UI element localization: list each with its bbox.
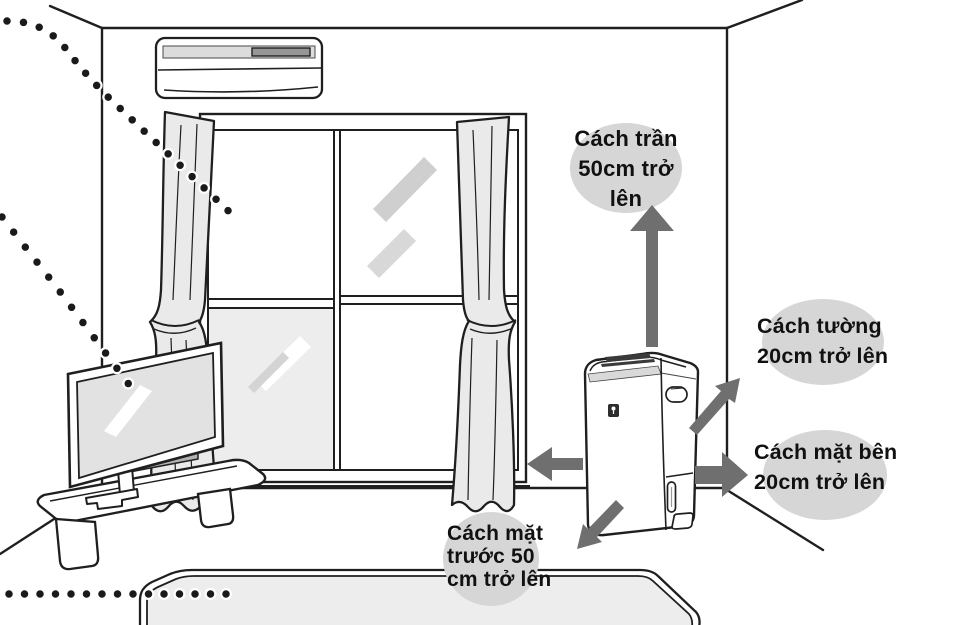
bubble-wall	[762, 299, 884, 385]
label-line: trước 50	[447, 545, 535, 568]
right-ceiling-corner	[725, 0, 804, 30]
right-floor-edge	[725, 488, 825, 552]
dehumidifier-foot	[671, 512, 694, 530]
bubble-side	[763, 430, 887, 520]
arrow-down-left	[577, 500, 624, 549]
rug	[138, 568, 701, 625]
clearance-arrows	[527, 205, 748, 549]
arrow-up	[630, 205, 674, 347]
label-line: lên	[609, 186, 643, 211]
glass-glare	[248, 157, 437, 393]
tv-pedestal	[85, 488, 139, 510]
label-line: Cách mặt bên	[754, 440, 898, 464]
arrow-up-right	[689, 378, 740, 435]
label-line: 20cm trở lên	[757, 344, 889, 368]
tv	[66, 341, 225, 510]
dehumidifier-side-seam	[660, 357, 667, 531]
right-curtain	[450, 115, 517, 513]
dehumidifier-tank-seam	[665, 472, 694, 478]
wall-clearance-label: Cách tường 20cm trở lên	[757, 311, 888, 371]
left-ceiling-corner	[48, 4, 104, 30]
left-curtain-tie	[150, 319, 200, 334]
tv-screen-glare	[104, 385, 152, 437]
label-line: 20cm trở lên	[754, 470, 886, 494]
label-line: Cách mặt	[447, 522, 544, 545]
right-curtain-tie	[466, 319, 517, 334]
arrow-left	[527, 447, 583, 481]
dehumidifier	[583, 351, 700, 537]
tv-stand	[36, 458, 267, 571]
dotted-line-upper	[3, 17, 243, 225]
label-line: Cách trần	[574, 126, 678, 151]
bubble-ceiling	[570, 123, 682, 213]
ceiling-clearance-label: Cách trần 50cm trở lên	[545, 124, 707, 214]
label-line: cm trở lên	[447, 568, 552, 591]
label-line: 50cm trở	[578, 156, 674, 181]
tv-screen	[76, 351, 216, 480]
dehumidifier-handle	[665, 386, 688, 403]
dehumidifier-top-vent	[605, 353, 651, 362]
tv-stand-left-leg	[54, 517, 100, 571]
front-clearance-label: Cách mặt trước 50 cm trở lên	[447, 522, 551, 591]
label-line: Cách tường	[757, 314, 882, 338]
air-conditioner	[154, 36, 324, 100]
bubble-front	[443, 512, 539, 606]
side-clearance-label: Cách mặt bên 20cm trở lên	[754, 437, 897, 497]
tv-stand-right-leg	[196, 487, 235, 529]
airflow-dotted-lines	[0, 15, 245, 600]
window-pane-shaded	[209, 308, 334, 469]
ac-vent	[251, 47, 311, 57]
arrow-right	[695, 452, 748, 497]
clearance-bubbles	[443, 123, 887, 606]
